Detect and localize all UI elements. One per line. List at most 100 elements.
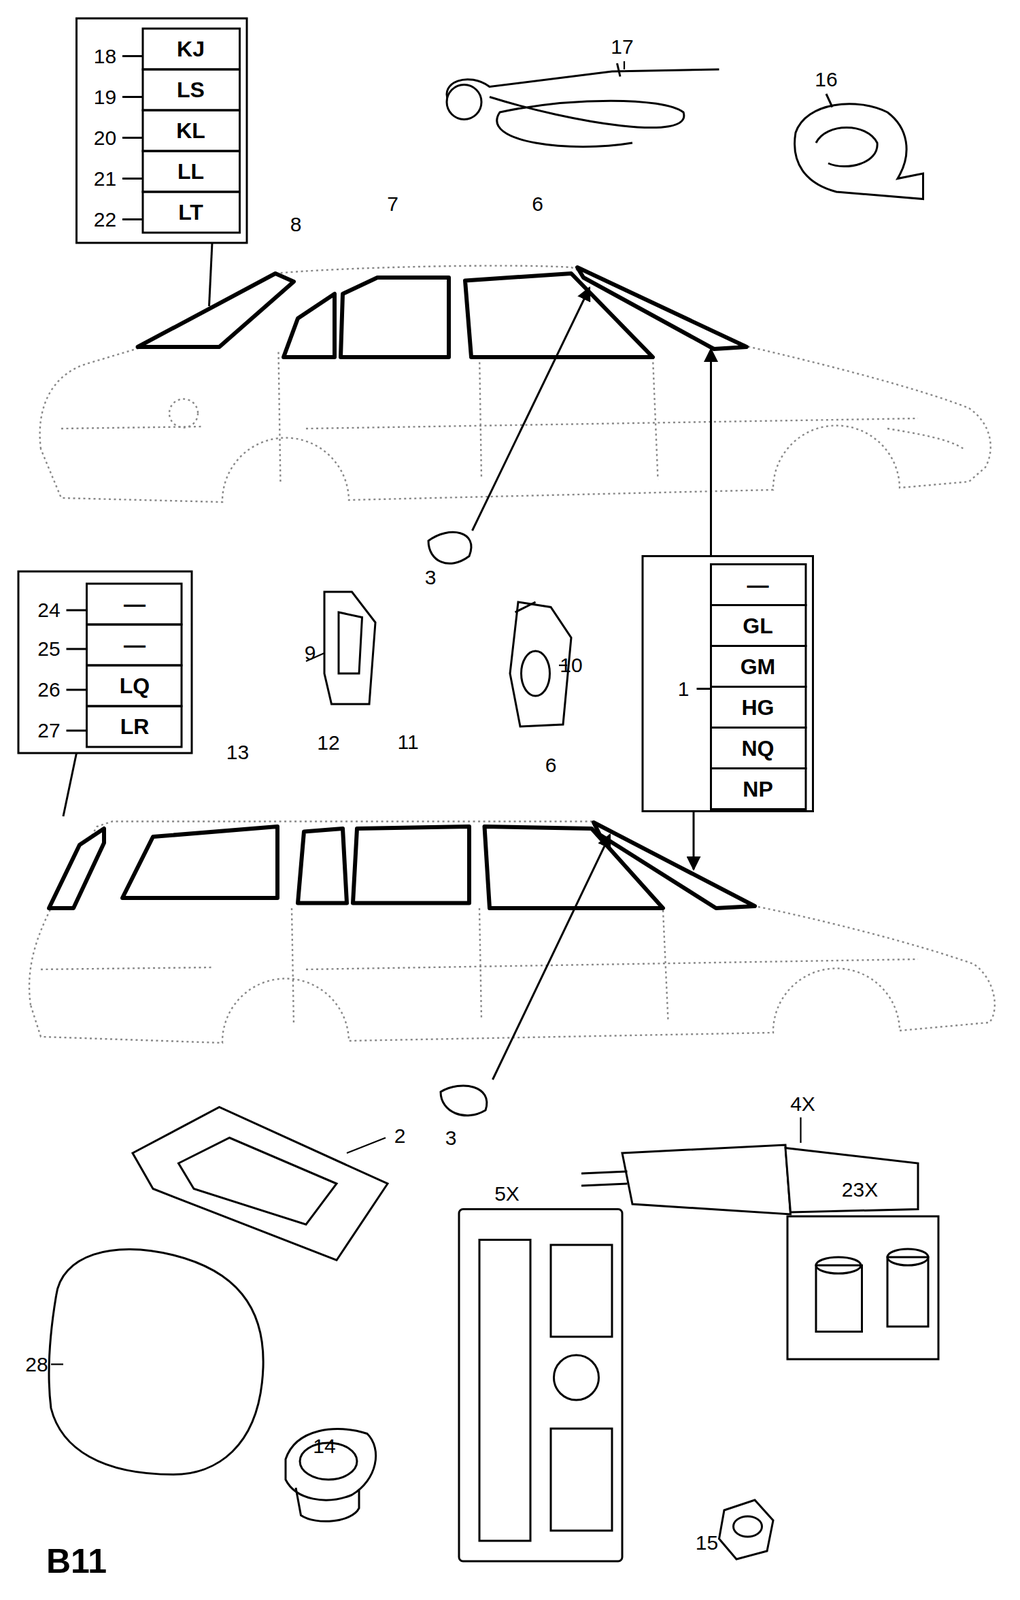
- illustration-line: [816, 1256, 929, 1332]
- callout-number: 13: [226, 741, 249, 763]
- illustration-line: [278, 352, 659, 485]
- callout-number: 11: [397, 731, 419, 753]
- code-cell: LT: [176, 201, 205, 224]
- illustration-line: [787, 1215, 939, 1359]
- illustration-line: [446, 69, 719, 147]
- illustration-line: [87, 665, 183, 706]
- wagon-outline: [29, 821, 995, 1044]
- illustration-line: [622, 1144, 791, 1214]
- illustration-line: [76, 18, 248, 243]
- illustration-line: [142, 150, 241, 192]
- code-cell: GL: [741, 614, 774, 637]
- illustration-line: [794, 104, 924, 200]
- callout-number: 27: [37, 720, 60, 741]
- illustration-line: [178, 1137, 338, 1225]
- code-cell: HG: [740, 696, 776, 719]
- callout-number: 22: [93, 209, 117, 230]
- callout-number: 12: [316, 732, 340, 753]
- illustration-line: [324, 591, 376, 704]
- illustration-line: [484, 826, 664, 908]
- callout-number: 2: [394, 1125, 406, 1146]
- callout-number: 7: [386, 193, 399, 215]
- callout-number: 1: [677, 678, 690, 700]
- illustration-line: [48, 828, 105, 908]
- illustration-line: [338, 612, 363, 674]
- callout-number: 17: [610, 36, 634, 58]
- illustration-line: [719, 1499, 774, 1559]
- illustration-line: [711, 768, 807, 810]
- code-cell: LL: [176, 160, 206, 183]
- illustration-line: [642, 556, 814, 812]
- illustration-line: [122, 56, 143, 220]
- illustration-line: [295, 1487, 360, 1521]
- illustration-line: [799, 1117, 802, 1144]
- illustration-line: [29, 821, 995, 1044]
- illustration-line: [87, 705, 183, 747]
- illustration-line: [887, 428, 965, 449]
- illustration-line: [581, 1170, 628, 1186]
- callout-number: 18: [93, 46, 117, 67]
- illustration-line: [733, 1515, 763, 1537]
- code-cell: GM: [739, 655, 778, 678]
- illustration-line: [285, 1428, 377, 1500]
- illustration-line: [593, 822, 755, 908]
- leader-line: [51, 61, 802, 1365]
- code-cell: NP: [741, 777, 774, 800]
- illustration-line: [472, 287, 591, 531]
- callout-number: 9: [304, 642, 317, 663]
- illustration-line: [48, 1248, 264, 1474]
- illustration-line: [40, 265, 991, 502]
- illustration-line: [697, 687, 712, 690]
- callout-number: 19: [93, 87, 117, 108]
- illustration-line: [785, 1147, 918, 1213]
- illustration-line: [711, 564, 807, 606]
- illustration-line: [816, 127, 878, 167]
- code-cell: NQ: [740, 737, 776, 759]
- illustration-line: [142, 110, 241, 151]
- illustration-line: [142, 191, 241, 233]
- illustration-line: [169, 399, 198, 428]
- callout-number: 24: [37, 599, 60, 621]
- page-id: B11: [46, 1543, 107, 1578]
- illustration-line: [297, 828, 347, 904]
- illustration-line: [711, 686, 807, 728]
- illustration-line: [515, 601, 536, 612]
- illustration-line: [521, 650, 551, 696]
- callout-number: 14: [312, 1435, 336, 1456]
- code-cell: —: [745, 573, 771, 596]
- illustration-line: [709, 348, 712, 557]
- illustration-line: [87, 624, 183, 666]
- illustration-line: [142, 28, 241, 70]
- code-cell: LR: [119, 715, 151, 738]
- pointer-arrow: [472, 287, 712, 1080]
- illustration-line: [479, 1239, 612, 1541]
- code-cell: KL: [174, 119, 207, 142]
- callout-number: 23X: [841, 1179, 878, 1200]
- code-table: [18, 18, 814, 816]
- callout-number: 8: [290, 214, 302, 235]
- callout-number: 3: [445, 1127, 457, 1148]
- wagon-windows: [48, 822, 755, 908]
- illustration-line: [623, 61, 625, 70]
- illustration-line: [826, 93, 833, 108]
- callout-number: 20: [93, 127, 117, 149]
- sedan-windows: [138, 267, 748, 357]
- illustration-line: [440, 1085, 487, 1116]
- sedan-outline: [40, 265, 991, 502]
- illustration-line: [346, 1137, 386, 1154]
- illustration-line: [87, 583, 183, 625]
- illustration-line: [711, 727, 807, 769]
- illustration-line: [711, 605, 807, 646]
- illustration-line: [283, 293, 335, 357]
- illustration-line: [132, 1107, 388, 1261]
- illustration-line: [352, 826, 470, 904]
- callout-number: 5X: [494, 1183, 520, 1204]
- illustration-line: [505, 1207, 508, 1210]
- callout-number: 21: [93, 168, 117, 190]
- code-cell: KJ: [175, 38, 207, 60]
- illustration-line: [51, 1362, 64, 1365]
- illustration-line: [554, 1354, 600, 1400]
- code-cell: LQ: [118, 674, 151, 697]
